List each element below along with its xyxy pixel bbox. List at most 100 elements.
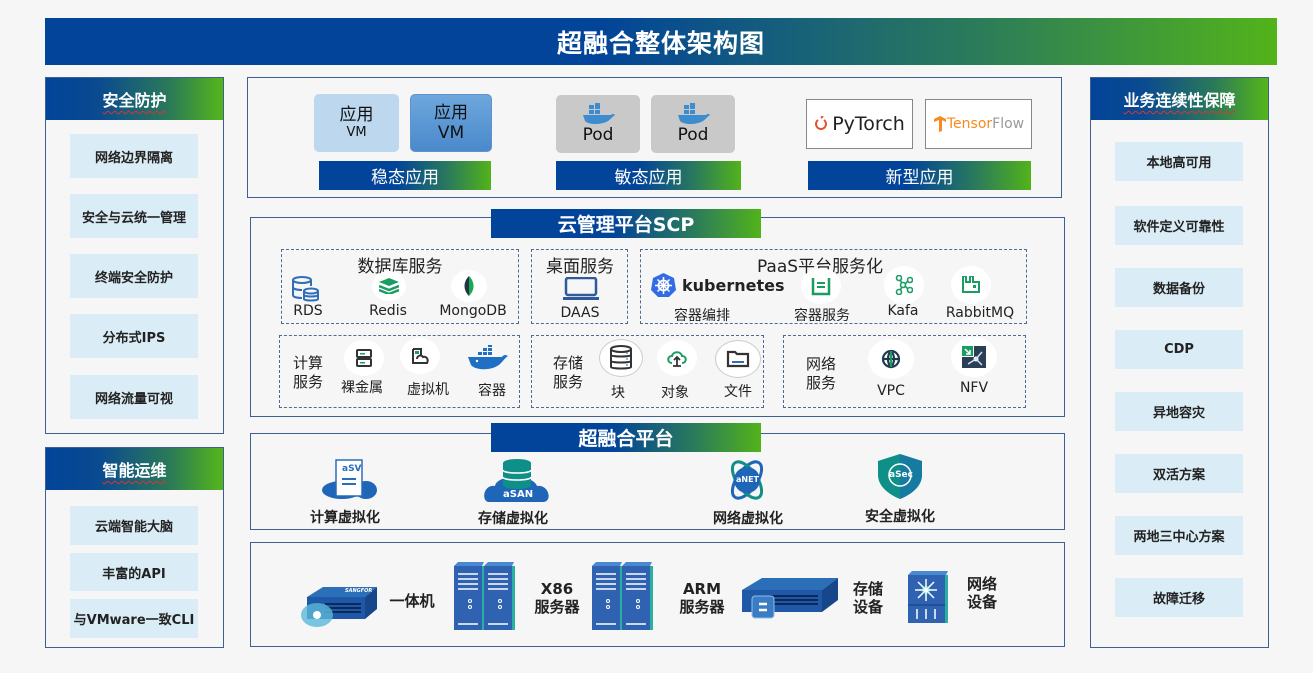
object-storage-icon bbox=[657, 340, 697, 376]
db-service-title: 数据库服务 bbox=[357, 257, 443, 277]
pytorch-flame-icon bbox=[815, 116, 828, 130]
ops-item: 云端智能大脑 bbox=[70, 506, 198, 545]
nfv-icon bbox=[951, 337, 997, 377]
vpc-label: VPC bbox=[877, 383, 905, 399]
desktop-service-group bbox=[531, 249, 628, 324]
continuity-item: 双活方案 bbox=[1115, 454, 1243, 493]
object-storage-label: 对象 bbox=[661, 385, 689, 401]
nfv-label: NFV bbox=[959, 380, 989, 396]
container-service-icon bbox=[801, 268, 841, 304]
ops-item: 与VMware一致CLI bbox=[70, 599, 198, 638]
hci-title: 超融合平台 bbox=[491, 423, 761, 452]
virtual-machine-icon bbox=[400, 338, 440, 374]
container-orchestration-label: 容器编排 bbox=[674, 308, 730, 324]
sensitive-app-label: 敏态应用 bbox=[556, 161, 741, 190]
security-item: 分布式IPS bbox=[70, 314, 198, 358]
vm-app-tile: 应用 VM bbox=[410, 94, 492, 152]
storage-service-group bbox=[531, 335, 764, 408]
compute-service-title: 计算 服务 bbox=[292, 354, 323, 391]
rds-label: RDS bbox=[293, 303, 323, 319]
asec-badge: aSec bbox=[889, 470, 913, 480]
container-docker-icon bbox=[468, 345, 508, 370]
ops-panel: 智能运维 云端智能大脑 丰富的API 与VMware一致CLI bbox=[45, 447, 224, 648]
ops-item: 丰富的API bbox=[70, 553, 198, 591]
kubernetes-wordmark: kubernetes bbox=[682, 276, 785, 295]
all-in-one-label: 一体机 bbox=[389, 592, 435, 610]
pod-tile: Pod bbox=[556, 95, 640, 153]
continuity-panel: 业务连续性保障 本地高可用 软件定义可靠性 数据备份 CDP 异地容灾 双活方案… bbox=[1090, 77, 1269, 648]
storage-service-title: 存储 服务 bbox=[552, 354, 583, 391]
security-panel-heading: 安全防护 bbox=[46, 78, 223, 120]
file-storage-label: 文件 bbox=[724, 384, 752, 400]
virtual-machine-label: 虚拟机 bbox=[407, 382, 449, 398]
db-service-group bbox=[281, 249, 519, 324]
bare-metal-label: 裸金属 bbox=[341, 380, 383, 396]
network-service-title: 网络 服务 bbox=[805, 355, 836, 392]
redis-label: Redis bbox=[369, 303, 407, 319]
security-item: 网络边界隔离 bbox=[70, 134, 198, 178]
pod-tile: Pod bbox=[651, 95, 735, 153]
anet-icon: aNET bbox=[725, 457, 769, 503]
kubernetes-icon bbox=[651, 273, 676, 297]
x86-server-label: X86 服务器 bbox=[534, 580, 580, 616]
block-storage-icon bbox=[599, 339, 643, 377]
asan-icon: aSAN bbox=[483, 458, 551, 504]
tensorflow-icon bbox=[933, 116, 946, 132]
container-label: 容器 bbox=[478, 383, 506, 399]
network-virtualization-label: 网络虚拟化 bbox=[713, 511, 783, 527]
desktop-service-title: 桌面服务 bbox=[546, 257, 614, 277]
storage-device-icon bbox=[742, 578, 838, 619]
daas-label: DAAS bbox=[560, 305, 600, 321]
desktop-monitor-icon bbox=[563, 277, 599, 300]
ops-panel-heading: 智能运维 bbox=[46, 448, 223, 490]
network-service-group bbox=[783, 335, 1026, 408]
arm-server-icon bbox=[592, 562, 653, 630]
redis-icon bbox=[372, 271, 406, 301]
rabbitmq-label: RabbitMQ bbox=[945, 305, 1015, 321]
security-item: 安全与云统一管理 bbox=[70, 194, 198, 238]
mongodb-icon bbox=[451, 270, 487, 302]
asv-badge: aSV bbox=[342, 464, 362, 474]
arm-server-label: ARM 服务器 bbox=[679, 580, 725, 616]
sangfor-brand: SANGFOR bbox=[345, 588, 373, 594]
continuity-item: 异地容灾 bbox=[1115, 392, 1243, 431]
asan-badge: aSAN bbox=[503, 489, 534, 500]
pytorch-logo: PyTorch bbox=[806, 99, 913, 149]
docker-whale-icon bbox=[678, 102, 710, 124]
compute-virtualization-label: 计算虚拟化 bbox=[310, 510, 380, 526]
bare-metal-icon bbox=[344, 340, 384, 376]
asv-icon: aSV bbox=[320, 458, 378, 500]
database-icon bbox=[292, 276, 319, 302]
compute-service-group bbox=[279, 335, 520, 408]
continuity-panel-heading: 业务连续性保障 bbox=[1091, 78, 1268, 120]
continuity-item: 故障迁移 bbox=[1115, 578, 1243, 617]
network-switch-icon bbox=[908, 571, 948, 623]
new-app-label: 新型应用 bbox=[808, 161, 1031, 190]
block-storage-label: 块 bbox=[611, 385, 625, 401]
all-in-one-appliance-icon: SANGFOR bbox=[297, 585, 379, 629]
container-service-label: 容器服务 bbox=[794, 308, 850, 324]
paas-service-title: PaaS平台服务化 bbox=[756, 257, 884, 277]
x86-server-icon bbox=[454, 562, 515, 630]
asec-shield-icon: aSec bbox=[876, 453, 924, 499]
vm-app-tile: 应用 VM bbox=[314, 94, 399, 152]
anet-badge: aNET bbox=[736, 475, 760, 484]
scp-title: 云管理平台SCP bbox=[491, 209, 761, 238]
security-item: 终端安全防护 bbox=[70, 254, 198, 298]
diagram-title: 超融合整体架构图 bbox=[45, 18, 1277, 65]
network-device-label: 网络 设备 bbox=[966, 575, 997, 611]
security-item: 网络流量可视 bbox=[70, 375, 198, 419]
vpc-globe-icon bbox=[868, 339, 914, 379]
continuity-item: 数据备份 bbox=[1115, 268, 1243, 307]
continuity-item: CDP bbox=[1115, 330, 1243, 369]
docker-whale-icon bbox=[583, 102, 615, 124]
kafka-icon bbox=[884, 266, 924, 304]
scp-layer bbox=[250, 217, 1065, 417]
continuity-item: 两地三中心方案 bbox=[1115, 516, 1243, 555]
paas-service-group bbox=[640, 249, 1027, 324]
continuity-item: 软件定义可靠性 bbox=[1115, 206, 1243, 245]
security-panel: 安全防护 网络边界隔离 安全与云统一管理 终端安全防护 分布式IPS 网络流量可… bbox=[45, 77, 224, 434]
mongodb-label: MongoDB bbox=[439, 303, 507, 319]
storage-device-label: 存储 设备 bbox=[852, 580, 883, 616]
